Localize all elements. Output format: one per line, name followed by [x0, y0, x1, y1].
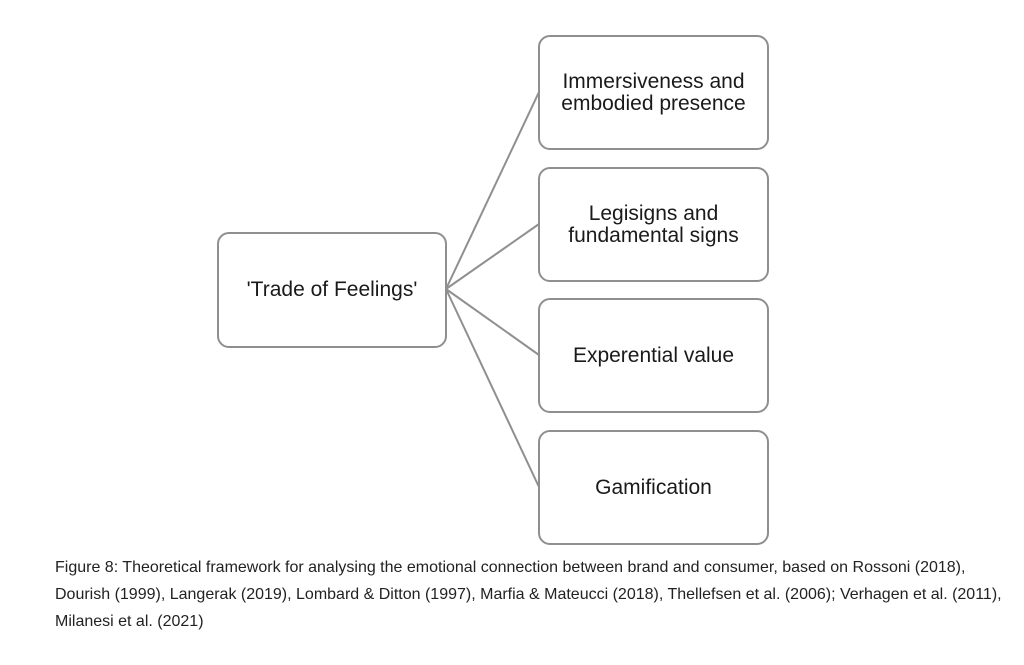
child-node-experiential-value: Experential value — [538, 298, 769, 413]
figure-caption: Figure 8: Theoretical framework for anal… — [55, 559, 1002, 630]
child-node-label: Immersiveness and embodied presence — [561, 69, 746, 115]
framework-diagram: 'Trade of Feelings' Immersiveness and em… — [217, 35, 769, 545]
root-node: 'Trade of Feelings' — [217, 232, 447, 348]
connector-line — [445, 288, 540, 488]
child-node-immersiveness: Immersiveness and embodied presence — [538, 35, 769, 150]
connector-line — [445, 288, 540, 356]
connector-line — [445, 223, 540, 290]
child-node-label: Legisigns and fundamental signs — [568, 201, 739, 247]
child-node-label: Experential value — [572, 343, 735, 367]
connector-line — [445, 91, 540, 290]
child-node-gamification: Gamification — [538, 430, 769, 545]
child-node-label: Gamification — [595, 475, 712, 499]
connectors — [445, 91, 540, 488]
root-node-label: 'Trade of Feelings' — [246, 278, 418, 301]
child-node-legisigns: Legisigns and fundamental signs — [538, 167, 769, 282]
